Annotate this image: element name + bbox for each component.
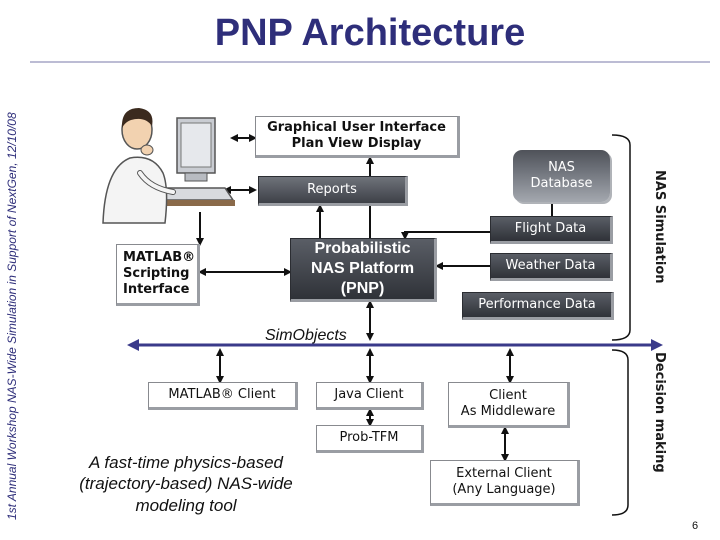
gui-box: Graphical User Interface Plan View Displ… (255, 116, 460, 158)
page-number: 6 (692, 520, 699, 532)
brace-nas-simulation (611, 134, 631, 341)
performance-data-box: Performance Data (462, 292, 614, 320)
brace-decision-making (611, 349, 629, 516)
client-middleware-box: Client As Middleware (448, 382, 570, 428)
nas-simulation-label: NAS Simulation (652, 170, 667, 284)
nas-database-cylinder: NAS Database (513, 150, 610, 202)
reports-box: Reports (258, 176, 408, 206)
caption: A fast-time physics-based (trajectory-ba… (79, 453, 293, 515)
decision-making-label: Decision making (652, 352, 667, 473)
external-client-box: External Client (Any Language) (430, 460, 580, 506)
prob-tfm-box: Prob-TFM (316, 425, 424, 453)
weather-data-box: Weather Data (490, 253, 613, 281)
page-title: PNP Architecture (214, 12, 526, 54)
person-at-computer-icon (102, 108, 235, 224)
pnp-box: Probabilistic NAS Platform (PNP) (290, 238, 437, 302)
database-icon: NAS Database (530, 159, 593, 191)
matlab-client-box: MATLAB® Client (148, 382, 298, 410)
java-client-box: Java Client (316, 382, 424, 410)
flight-data-box: Flight Data (490, 216, 613, 244)
matlab-scripting-box: MATLAB® Scripting Interface (116, 244, 200, 306)
simobjects-label: SimObjects (265, 327, 347, 344)
